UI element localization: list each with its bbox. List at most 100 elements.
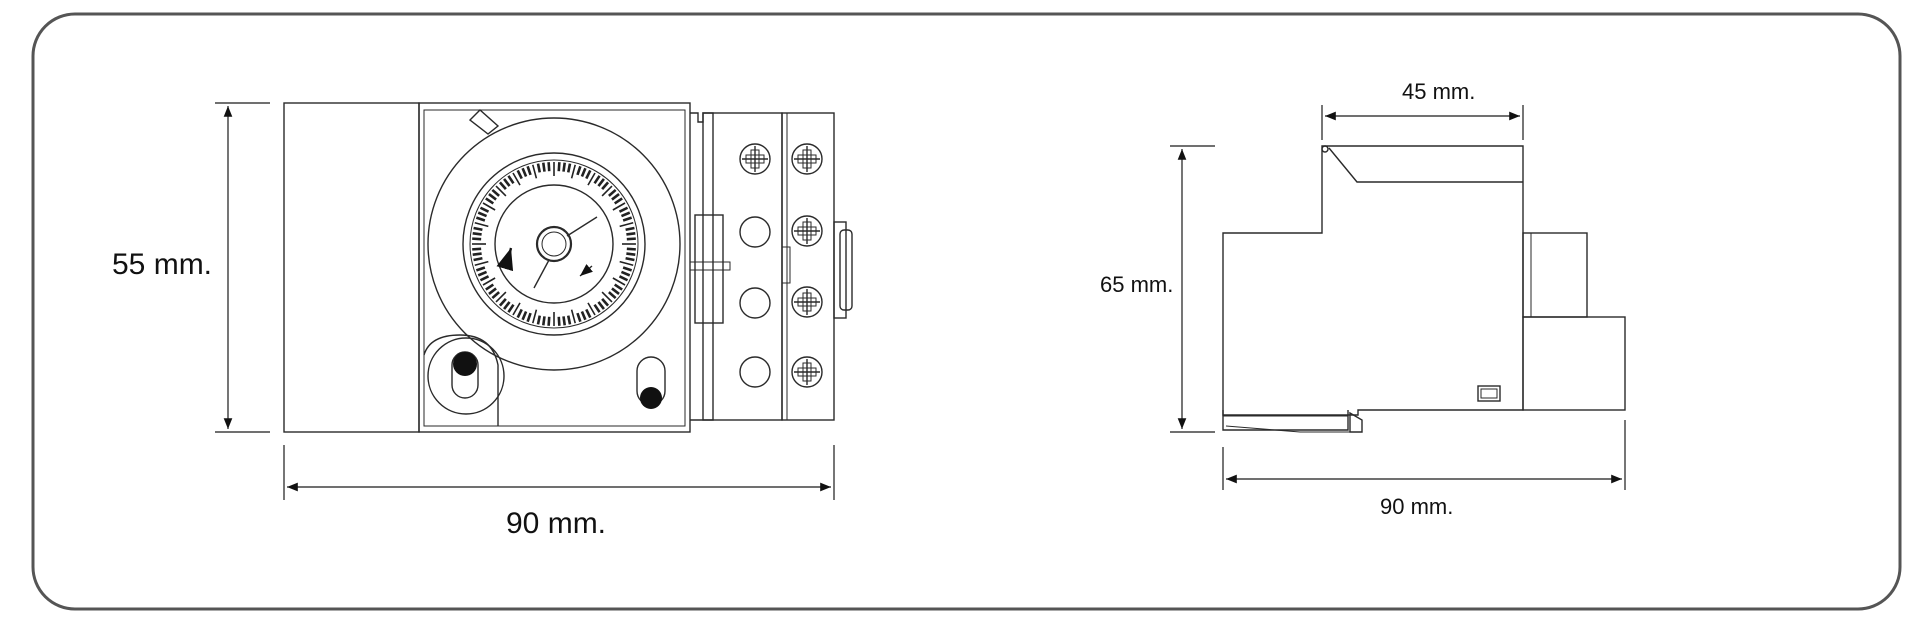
dial-tick — [626, 232, 636, 236]
terminal-screws-left — [739, 143, 771, 388]
dial-tick — [587, 302, 596, 316]
dial-tick — [532, 164, 538, 179]
dial-tick — [477, 270, 488, 277]
dial-tick — [482, 277, 496, 286]
dial-tick — [611, 193, 620, 201]
dial-tick — [491, 291, 500, 300]
dial-tab — [468, 109, 500, 135]
dial-tick — [612, 277, 626, 286]
dial-tick — [475, 216, 486, 222]
dial-tick — [495, 185, 507, 197]
dial-tick — [622, 216, 633, 222]
dial-tick — [626, 237, 636, 241]
dial-tick — [601, 185, 613, 197]
dial-hand-2 — [533, 259, 550, 289]
dial-tick — [472, 237, 482, 241]
dial-hand-1 — [566, 216, 598, 237]
dial-tick — [542, 162, 546, 172]
timer-panel-inner — [423, 109, 686, 427]
dial-tick — [498, 298, 507, 307]
dial-tick — [608, 291, 617, 300]
slider-knob — [640, 387, 662, 409]
dial-tick — [479, 275, 490, 282]
connector-block — [694, 214, 724, 324]
side-body — [1222, 145, 1524, 416]
dial-tick — [516, 308, 523, 319]
dial-tick — [507, 303, 515, 313]
dial-tick — [557, 316, 561, 326]
dial-tick — [618, 206, 629, 213]
dial-tick — [601, 291, 613, 303]
dial-tick — [613, 283, 623, 291]
dial-tick — [620, 270, 631, 277]
dial-ring-inner — [469, 159, 639, 329]
terminal-screws-right — [791, 143, 823, 388]
dial-tick — [580, 310, 587, 321]
dial-tick — [532, 309, 538, 324]
side-foot — [1222, 410, 1349, 431]
selector-knob — [453, 352, 477, 376]
side-top-width-label: 45 mm. — [1402, 79, 1475, 104]
dial-tick — [507, 175, 515, 185]
dial-tick — [626, 252, 636, 256]
dial-tick — [488, 287, 497, 295]
terminal-hole-icon — [739, 356, 771, 388]
terminal-hole-icon — [739, 216, 771, 248]
dial-tick — [611, 287, 620, 295]
dial-tick — [536, 163, 542, 173]
dial-tick — [625, 256, 635, 262]
dial-tick — [619, 260, 634, 266]
dial-tick — [512, 172, 521, 186]
dial-tick — [601, 298, 610, 307]
dial-tick — [475, 266, 486, 272]
dial-tick — [570, 309, 576, 324]
front-view: 55 mm. 90 mm. — [112, 102, 853, 540]
dial-tick — [503, 178, 511, 187]
dial-tick — [622, 266, 633, 272]
dial-tick — [547, 316, 551, 326]
screw-icon — [739, 143, 771, 175]
dial-tick — [472, 247, 482, 251]
dial-tick — [521, 310, 528, 321]
dial-tick — [593, 175, 601, 185]
dial-tick — [566, 315, 572, 325]
dial-ring — [462, 152, 646, 336]
dial-tick — [482, 202, 496, 211]
dial-tick — [526, 312, 532, 323]
dial-tick — [485, 197, 495, 205]
dial-tick — [597, 301, 605, 310]
dial-tick — [587, 172, 596, 186]
dial-tick — [562, 162, 566, 172]
dial-tick — [626, 247, 636, 251]
frame-border — [31, 12, 1902, 611]
dial-tick — [576, 312, 582, 323]
rotation-arrow — [496, 247, 514, 272]
terminal-hole-icon — [739, 287, 771, 319]
dial-tick — [580, 167, 587, 178]
dial-tick — [547, 162, 551, 172]
dial-tick — [613, 197, 623, 205]
dial-face — [494, 184, 614, 304]
dial-tick — [608, 188, 617, 197]
dial-tick — [491, 188, 500, 197]
dial-tick — [473, 226, 483, 232]
dial-tick — [516, 169, 523, 180]
dial-tick — [619, 222, 634, 228]
dial-tick — [472, 232, 482, 236]
side-height-label: 65 mm. — [1100, 272, 1173, 297]
side-terminal-lower — [1522, 316, 1626, 411]
dial-tick — [612, 202, 626, 211]
dial-tick — [526, 165, 532, 176]
dial-tick — [570, 164, 576, 179]
dial-tick — [562, 316, 566, 326]
dial-tick — [620, 211, 631, 218]
dial-tick — [536, 315, 542, 325]
dial-center-inner — [541, 231, 567, 257]
dial-tick — [495, 291, 507, 303]
dial-tick — [521, 167, 528, 178]
dial-tick — [479, 206, 490, 213]
dial-tick — [557, 162, 561, 172]
dial-tick — [597, 178, 605, 187]
